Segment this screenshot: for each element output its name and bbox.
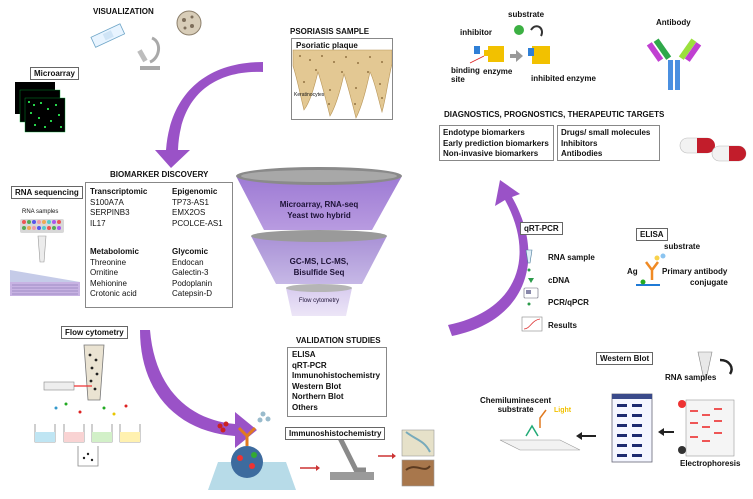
validation-item: Western Blot (292, 381, 342, 391)
psoriatic-plaque-illustration (292, 49, 393, 119)
funnel-middle-line: Bisulfide Seq (293, 268, 345, 277)
rna-samples-label: RNA samples (22, 209, 59, 215)
validation-item: ELISA (292, 350, 316, 359)
antibody-label: Antibody (656, 18, 691, 27)
enzyme-label: enzyme (483, 67, 513, 76)
western-blot-label: Western Blot (596, 352, 654, 365)
microarray-label: Microarray (30, 67, 79, 80)
flow-cytometry-label: Flow cytometry (61, 326, 128, 339)
funnel-top-text: Microarray, RNA-seq Yeast two hybrid (250, 199, 388, 221)
epigenomic-group: Epigenomic TP73-AS1 EMX2OS PCOLCE-AS1 (172, 187, 223, 229)
validation-title: VALIDATION STUDIES (296, 336, 381, 345)
microarray-illustration (15, 82, 66, 133)
transcriptomic-heading: Transcriptomic (90, 187, 148, 196)
targets-title: DIAGNOSTICS, PROGNOSTICS, THERAPEUTIC TA… (444, 110, 665, 119)
plaque-label: Psoriatic plaque (296, 41, 358, 50)
biomarker-item: Ornitine (90, 268, 119, 277)
antibody-illustration (646, 38, 702, 90)
epigenomic-heading: Epigenomic (172, 187, 218, 196)
inhibited-enzyme-label: inhibited enzyme (531, 74, 596, 83)
biomarker-item: IL17 (90, 218, 106, 228)
targets-left-box: Endotype biomarkers Early prediction bio… (439, 125, 554, 161)
target-item: Early prediction biomarkers (443, 138, 549, 148)
light-label: Light (554, 407, 572, 414)
enzyme-illustration (469, 25, 550, 64)
psoriasis-title: PSORIASIS SAMPLE (290, 27, 370, 36)
glycomic-group: Glycomic Endocan Galectin-3 Podoplanin C… (172, 247, 212, 300)
elisa-illustration (636, 253, 666, 286)
biomarker-item: Threonine (90, 257, 127, 267)
biomarker-item: S100A7A (90, 197, 124, 207)
funnel-middle-line: GC-MS, LC-MS, (289, 257, 349, 266)
biomarker-item: Endocan (172, 257, 204, 267)
funnel-bottom-text: Flow cytometry (298, 298, 340, 304)
biomarker-item: Galectin-3 (172, 268, 209, 277)
target-item: Drugs/ small molecules (561, 128, 651, 137)
elisa-ag-label: Ag (627, 267, 638, 276)
biomarker-item: Podoplanin (172, 278, 213, 288)
ihc-label: Immunoshistochemistry (285, 427, 386, 440)
target-item: Inhibitors (561, 138, 598, 148)
elisa-conjugate-label: conjugate (690, 278, 728, 287)
biomarker-item: Mehionine (90, 278, 127, 288)
visualization-title: VISUALIZATION (93, 7, 154, 16)
biomarker-item: TP73-AS1 (172, 197, 209, 207)
inhibitor-label: inhibitor (460, 28, 492, 37)
targets-right-box: Drugs/ small molecules Inhibitors Antibo… (557, 125, 660, 161)
metabolomic-group: Metabolomic Threonine Ornitine Mehionine… (90, 247, 139, 300)
validation-item: Immunohistochemistry (292, 371, 381, 380)
target-item: Endotype biomarkers (443, 128, 525, 137)
funnel-middle-text: GC-MS, LC-MS, Bisulfide Seq (265, 256, 373, 278)
keratinocytes-label: Keratinocytes (294, 92, 325, 98)
chemiluminescent-label: Chemiluminescent substrate (480, 396, 552, 414)
capsules-illustration (679, 137, 747, 162)
qrtpcr-label: qRT-PCR (520, 222, 563, 235)
psoriasis-frame (291, 38, 393, 120)
qrtpcr-step: cDNA (548, 276, 570, 285)
binding-site-label: binding site (451, 66, 480, 84)
rna-seq-label: RNA sequencing (11, 186, 83, 199)
western-blot-illustration (499, 351, 735, 463)
qrtpcr-illustration (521, 249, 543, 332)
funnel (236, 167, 402, 316)
electrophoresis-label: Electrophoresis (680, 459, 741, 468)
validation-item: Northern Blot (292, 392, 344, 401)
elisa-antibody-label: Primary antibody (662, 267, 728, 276)
metabolomic-heading: Metabolomic (90, 247, 139, 256)
rna-seq-illustration (10, 219, 80, 296)
target-item: Non-invasive biomarkers (443, 149, 539, 158)
transcriptomic-group: Transcriptomic S100A7A SERPINB3 IL17 (90, 187, 147, 229)
funnel-top-line: Microarray, RNA-seq (279, 200, 359, 209)
funnel-top-line: Yeast two hybrid (287, 211, 351, 220)
elisa-substrate-label: substrate (664, 242, 701, 251)
qrtpcr-step: PCR/qPCR (548, 298, 589, 307)
biomarker-item: PCOLCE-AS1 (172, 218, 223, 228)
biomarker-item: EMX2OS (172, 208, 206, 217)
qrtpcr-step: RNA sample (548, 253, 595, 262)
biomarker-title: BIOMARKER DISCOVERY (110, 170, 209, 179)
biomarker-item: SERPINB3 (90, 208, 130, 217)
glycomic-heading: Glycomic (172, 247, 209, 256)
validation-item: qRT-PCR (292, 360, 327, 370)
target-item: Antibodies (561, 149, 603, 158)
rna-samples-wb-label: RNA samples (665, 373, 717, 382)
biomarker-item: Catepsin-D (172, 289, 213, 298)
visualization-illustration (90, 10, 202, 70)
elisa-label: ELISA (636, 228, 668, 241)
ihc-illustration (208, 411, 435, 490)
biomarker-item: Crotonic acid (90, 289, 137, 298)
substrate-label: substrate (508, 10, 545, 19)
biomarker-box: Transcriptomic S100A7A SERPINB3 IL17 Epi… (85, 182, 233, 308)
flow-cytometry-illustration (34, 344, 141, 467)
qrtpcr-step: Results (548, 321, 577, 330)
validation-box: ELISA qRT-PCR Immunohistochemistry Weste… (287, 347, 387, 417)
validation-item: Others (292, 402, 318, 412)
